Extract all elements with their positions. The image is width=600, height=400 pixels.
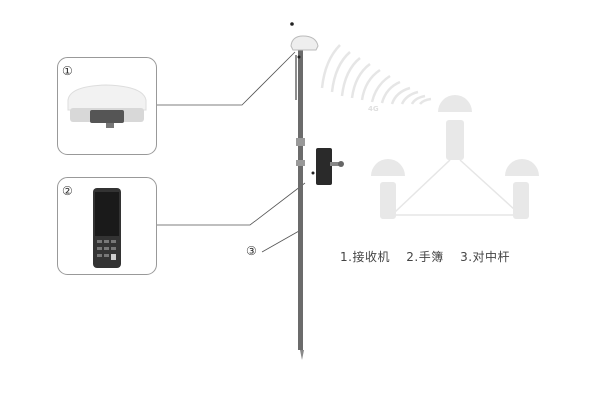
rover-pole	[290, 22, 344, 360]
receiver-image	[67, 84, 147, 128]
legend-item-receiver: 1.接收机	[340, 250, 390, 264]
base-station-left	[371, 159, 405, 219]
controller-callout: ②	[57, 177, 306, 275]
legend-item-pole: 3.对中杆	[460, 250, 511, 264]
base-station-right	[505, 159, 539, 219]
base-station-top	[438, 95, 472, 160]
triangle-links	[394, 159, 516, 216]
legend-item-controller: 2.手簿	[406, 250, 444, 264]
pole-callout: ③	[246, 229, 302, 258]
signal-label: 4G	[368, 105, 379, 113]
receiver-callout: ①	[57, 51, 296, 155]
callout-number-3: ③	[246, 244, 257, 258]
signal-arcs	[320, 44, 432, 105]
callout-number-1: ①	[62, 64, 73, 78]
legend: 1.接收机 2.手簿 3.对中杆	[340, 248, 522, 265]
controller-image	[93, 188, 121, 268]
base-station-network: 4G	[320, 44, 539, 219]
callout-number-2: ②	[62, 184, 73, 198]
